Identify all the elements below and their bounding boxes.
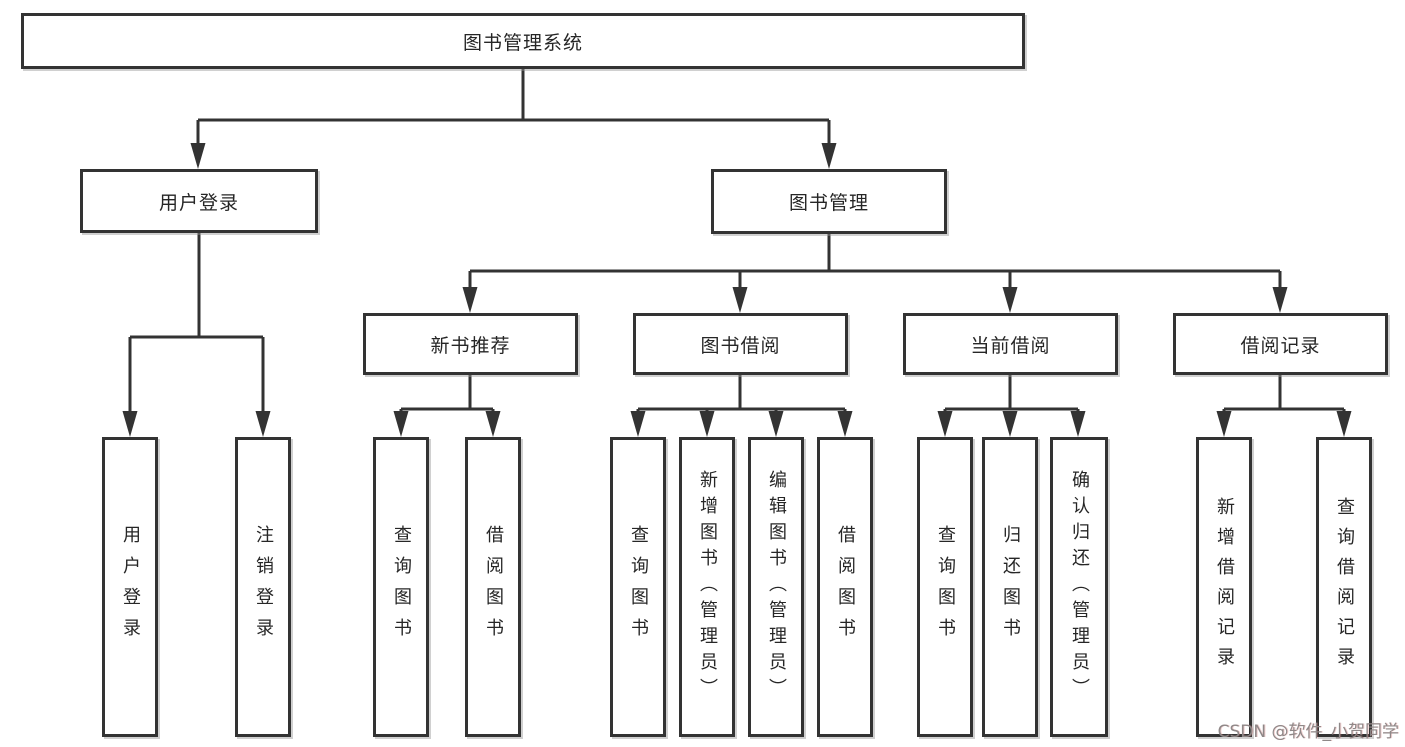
leaf-edit-book-admin: 编辑图书（管理员） [748, 437, 804, 737]
leaf-query-books-current-label: 查询图书 [935, 525, 956, 649]
node-root-label: 图书管理系统 [462, 31, 583, 54]
leaf-logout: 注销登录 [235, 437, 291, 737]
leaf-return-books-label: 归还图书 [1000, 525, 1021, 649]
connector-new-book-recommend-children [393, 375, 501, 437]
node-new-book-recommend: 新书推荐 [363, 313, 578, 375]
connector-user-login-children [122, 233, 271, 437]
leaf-confirm-return-admin: 确认归还（管理员） [1050, 437, 1108, 737]
arrow-down-icon [1070, 411, 1086, 437]
leaf-user-login-label: 用户登录 [120, 525, 141, 649]
leaf-borrow-books-recommend-label: 借阅图书 [483, 525, 504, 649]
leaf-borrow-books-recommend: 借阅图书 [465, 437, 521, 737]
node-current-borrow-label: 当前借阅 [970, 334, 1051, 357]
leaf-add-book-admin: 新增图书（管理员） [679, 437, 735, 737]
arrow-down-icon [699, 411, 715, 437]
leaf-user-login: 用户登录 [102, 437, 158, 737]
arrow-down-icon [1272, 287, 1288, 313]
arrow-down-icon [1216, 411, 1232, 437]
node-book-borrow-label: 图书借阅 [700, 334, 781, 357]
node-book-management: 图书管理 [711, 169, 947, 234]
leaf-query-books-recommend-label: 查询图书 [391, 525, 412, 649]
arrow-down-icon [1002, 411, 1018, 437]
leaf-query-books-borrow: 查询图书 [610, 437, 666, 737]
arrow-down-icon [190, 143, 206, 169]
arrow-down-icon [768, 411, 784, 437]
leaf-logout-label: 注销登录 [253, 525, 274, 649]
arrow-down-icon [462, 287, 478, 313]
arrow-down-icon [393, 411, 409, 437]
leaf-borrow-books: 借阅图书 [817, 437, 873, 737]
csdn-watermark: CSDN @软件_小贺同学 [1217, 722, 1399, 742]
leaf-add-borrow-record: 新增借阅记录 [1196, 437, 1252, 737]
node-root: 图书管理系统 [21, 13, 1025, 69]
node-borrow-records: 借阅记录 [1173, 313, 1388, 375]
node-current-borrow: 当前借阅 [903, 313, 1118, 375]
leaf-query-borrow-record-label: 查询借阅记录 [1334, 497, 1355, 677]
leaf-query-borrow-record: 查询借阅记录 [1316, 437, 1372, 737]
arrow-down-icon [122, 411, 138, 437]
arrow-down-icon [937, 411, 953, 437]
node-borrow-records-label: 借阅记录 [1240, 334, 1321, 357]
node-book-management-label: 图书管理 [788, 192, 869, 214]
leaf-confirm-return-admin-label: 确认归还（管理员） [1069, 470, 1090, 704]
arrow-down-icon [630, 411, 646, 437]
arrow-down-icon [821, 143, 837, 169]
node-book-borrow: 图书借阅 [633, 313, 848, 375]
arrow-down-icon [1336, 411, 1352, 437]
arrow-down-icon [485, 411, 501, 437]
connector-borrow-records-children [1216, 375, 1352, 437]
node-user-login-label: 用户登录 [158, 191, 239, 214]
leaf-add-book-admin-label: 新增图书（管理员） [697, 470, 718, 704]
connector-book-borrow-children [630, 375, 853, 437]
leaf-query-books-recommend: 查询图书 [373, 437, 429, 737]
arrow-down-icon [732, 287, 748, 313]
connector-book-management-children [462, 234, 1288, 313]
leaf-query-books-current: 查询图书 [917, 437, 973, 737]
node-user-login: 用户登录 [80, 169, 318, 233]
arrow-down-icon [255, 411, 271, 437]
leaf-borrow-books-label: 借阅图书 [835, 525, 856, 649]
connector-root-to-level2 [190, 69, 837, 169]
arrow-down-icon [837, 411, 853, 437]
connector-current-borrow-children [937, 375, 1086, 437]
leaf-query-books-borrow-label: 查询图书 [628, 525, 649, 649]
leaf-edit-book-admin-label: 编辑图书（管理员） [766, 470, 787, 704]
leaf-return-books: 归还图书 [982, 437, 1038, 737]
arrow-down-icon [1002, 287, 1018, 313]
leaf-add-borrow-record-label: 新增借阅记录 [1214, 497, 1235, 677]
node-new-book-recommend-label: 新书推荐 [430, 334, 511, 357]
